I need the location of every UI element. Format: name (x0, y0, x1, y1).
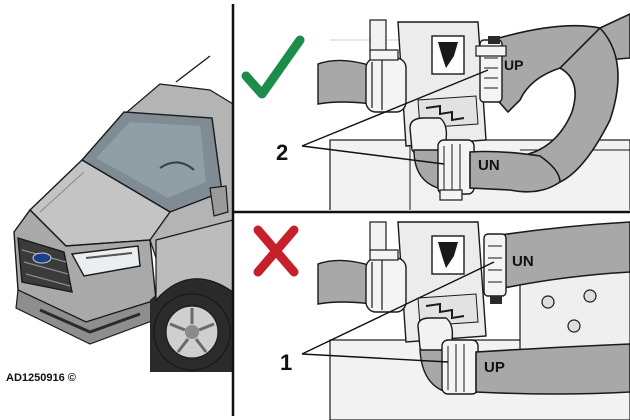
cross-mark-icon (253, 225, 299, 277)
lower-hose-label-correct: UN (478, 157, 500, 174)
leader-lines-correct (301, 69, 489, 165)
van-illustration (13, 55, 233, 372)
panel-correct (317, 13, 630, 210)
lower-hose-label-incorrect: UP (484, 359, 505, 376)
callout-number-correct: 2 (276, 140, 288, 165)
figure-reference-code: AD1250916 © (6, 372, 76, 384)
upper-hose-label-incorrect: UN (512, 253, 534, 270)
check-mark-icon (241, 35, 305, 99)
panel-incorrect (317, 221, 630, 420)
leader-lines-incorrect (301, 261, 495, 363)
callout-number-incorrect: 1 (280, 350, 292, 375)
upper-hose-label-correct: UP (504, 57, 523, 73)
